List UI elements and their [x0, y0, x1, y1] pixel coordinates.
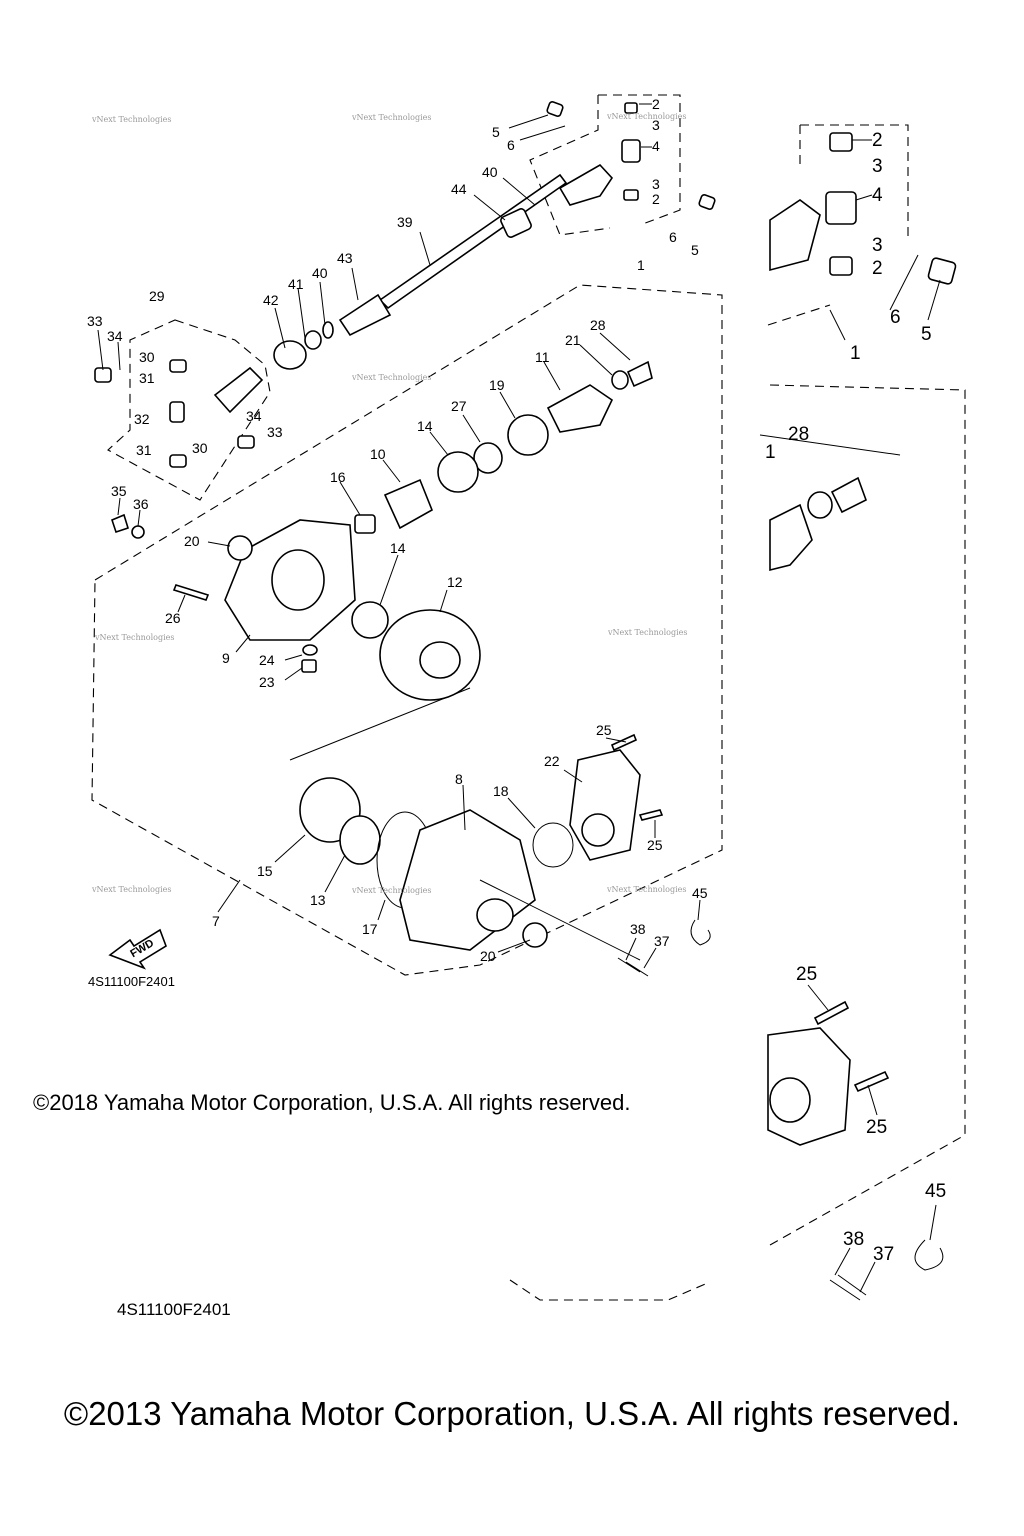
callout-30: 30 — [139, 349, 155, 365]
callout-21: 21 — [565, 332, 581, 348]
part-code: 4S11100F2401 — [88, 974, 175, 989]
callout-31: 31 — [139, 370, 155, 386]
callout-4: 4 — [872, 185, 883, 206]
callout-25: 25 — [596, 722, 612, 738]
callout-36: 36 — [133, 496, 149, 512]
callout-3: 3 — [872, 235, 883, 256]
callout-4: 4 — [652, 138, 660, 154]
callout-7: 7 — [212, 913, 220, 929]
callout-2: 2 — [872, 258, 883, 279]
callout-27: 27 — [451, 398, 467, 414]
callout-15: 15 — [257, 863, 273, 879]
watermarks: vNext Technologies vNext Technologies vN… — [91, 112, 687, 895]
callout-24: 24 — [259, 652, 275, 668]
watermark-text: vNext Technologies — [606, 885, 686, 894]
callout-3: 3 — [652, 176, 660, 192]
callout-44: 44 — [451, 181, 467, 197]
callout-18: 18 — [493, 783, 509, 799]
callout-20: 20 — [480, 948, 496, 964]
callout-2: 2 — [652, 191, 660, 207]
callout-26: 26 — [165, 610, 181, 626]
callout-45: 45 — [692, 885, 708, 901]
callout-40: 40 — [482, 164, 498, 180]
callouts: 2 3 4 3 2 5 6 6 5 1 40 44 39 43 40 41 42… — [87, 96, 708, 964]
callout-38: 38 — [630, 921, 646, 937]
callout-34: 34 — [246, 408, 262, 424]
callout-19: 19 — [489, 377, 505, 393]
callout-13: 13 — [310, 892, 326, 908]
callout-25: 25 — [866, 1117, 887, 1138]
watermark-text: vNext Technologies — [351, 886, 431, 895]
callouts-zoomed: 2 3 4 3 2 6 5 1 28 1 25 25 45 38 37 — [765, 130, 946, 1265]
callout-17: 17 — [362, 921, 378, 937]
callout-25: 25 — [796, 964, 817, 985]
callout-23: 23 — [259, 674, 275, 690]
watermark-text: vNext Technologies — [351, 113, 431, 122]
callout-25: 25 — [647, 837, 663, 853]
callout-5: 5 — [921, 324, 932, 345]
part-code-zoomed: 4S11100F2401 — [117, 1300, 231, 1319]
callout-1: 1 — [637, 257, 645, 273]
callout-3: 3 — [652, 117, 660, 133]
callout-41: 41 — [288, 276, 304, 292]
callout-42: 42 — [263, 292, 279, 308]
callout-29: 29 — [149, 288, 165, 304]
callout-11: 11 — [535, 349, 550, 365]
callout-38: 38 — [843, 1229, 864, 1250]
callout-12: 12 — [447, 574, 463, 590]
watermark-text: vNext Technologies — [91, 885, 171, 894]
copyright-2018: ©2018 Yamaha Motor Corporation, U.S.A. A… — [33, 1090, 631, 1115]
callout-31: 31 — [136, 442, 152, 458]
callout-6: 6 — [890, 307, 901, 328]
callout-34: 34 — [107, 328, 123, 344]
parts — [94, 101, 957, 1301]
callout-45: 45 — [925, 1181, 946, 1202]
callout-40: 40 — [312, 265, 328, 281]
callout-2: 2 — [872, 130, 883, 151]
callout-43: 43 — [337, 250, 353, 266]
callout-35: 35 — [111, 483, 127, 499]
callout-33: 33 — [267, 424, 283, 440]
callout-14: 14 — [417, 418, 433, 434]
callout-22: 22 — [544, 753, 560, 769]
callout-1: 1 — [850, 343, 861, 364]
callout-33: 33 — [87, 313, 103, 329]
callout-32: 32 — [134, 411, 150, 427]
callout-37: 37 — [873, 1244, 894, 1265]
callout-14: 14 — [390, 540, 406, 556]
callout-6: 6 — [669, 229, 677, 245]
callout-20: 20 — [184, 533, 200, 549]
watermark-text: vNext Technologies — [94, 633, 174, 642]
fwd-arrow-icon: FWD — [108, 928, 167, 970]
callout-3: 3 — [872, 156, 883, 177]
callout-5: 5 — [492, 124, 500, 140]
callout-39: 39 — [397, 214, 413, 230]
callout-28: 28 — [590, 317, 606, 333]
callout-10: 10 — [370, 446, 386, 462]
leader-lines — [97, 103, 941, 1293]
callout-9: 9 — [222, 650, 230, 666]
watermark-text: vNext Technologies — [351, 373, 431, 382]
callout-28: 28 — [788, 424, 809, 445]
callout-5: 5 — [691, 242, 699, 258]
callout-1: 1 — [765, 442, 776, 463]
copyright-2013: ©2013 Yamaha Motor Corporation, U.S.A. A… — [63, 1395, 961, 1432]
group-outlines — [91, 94, 966, 1301]
watermark-text: vNext Technologies — [607, 628, 687, 637]
callout-8: 8 — [455, 771, 463, 787]
callout-16: 16 — [330, 469, 346, 485]
watermark-text: vNext Technologies — [606, 112, 686, 121]
callout-37: 37 — [654, 933, 670, 949]
callout-2: 2 — [652, 96, 660, 112]
callout-6: 6 — [507, 137, 515, 153]
watermark-text: vNext Technologies — [91, 115, 171, 124]
callout-30: 30 — [192, 440, 208, 456]
